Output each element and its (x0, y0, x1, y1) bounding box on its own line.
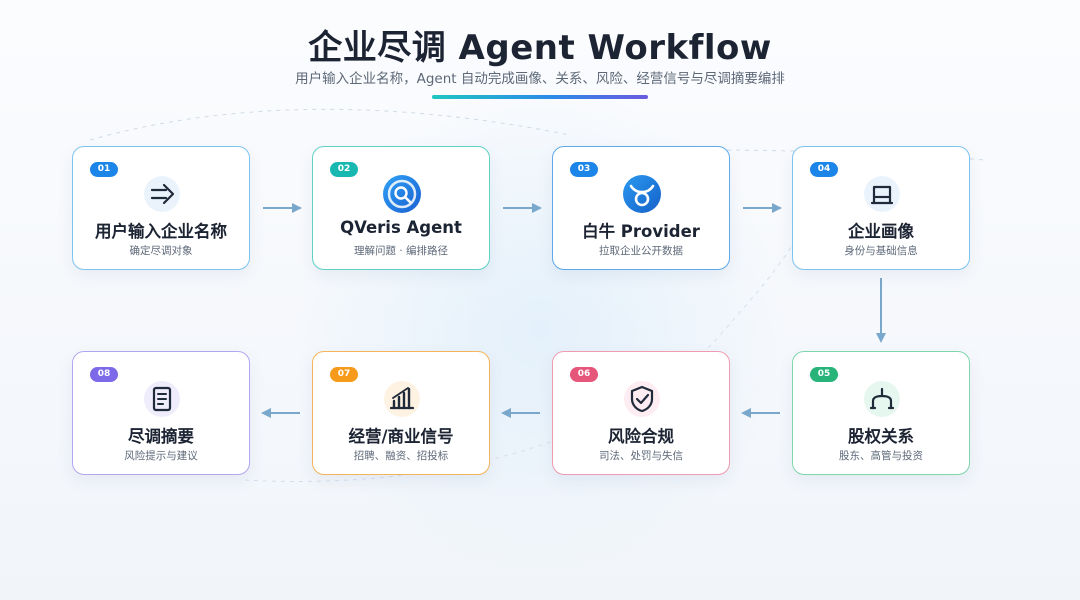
step-description: 理解问题 · 编排路径 (353, 245, 448, 257)
step-description: 风险提示与建议 (124, 450, 198, 462)
step-title: 企业画像 (848, 222, 914, 241)
step-card-05: 05 股权关系 股东、高管与投资 (792, 351, 970, 475)
step-card-03: 03 白牛 Provider 拉取企业公开数据 (552, 146, 730, 270)
step-title: 白牛 Provider (582, 222, 700, 241)
step-card-02: 02 QVeris Agent 理解问题 · 编排路径 (312, 146, 490, 270)
document-icon (142, 379, 182, 419)
step-description: 股东、高管与投资 (839, 450, 923, 462)
step-number-badge: 05 (810, 367, 838, 382)
shield-check-icon (622, 379, 662, 419)
qveris-logo-icon (382, 174, 422, 214)
step-card-06: 06 风险合规 司法、处罚与失信 (552, 351, 730, 475)
step-description: 确定尽调对象 (129, 245, 193, 257)
page-title: 企业尽调 Agent Workflow (308, 28, 772, 68)
step-number-badge: 04 (810, 162, 838, 177)
step-title: 用户输入企业名称 (95, 222, 227, 241)
step-number-badge: 01 (90, 162, 118, 177)
step-number-badge: 03 (570, 162, 598, 177)
step-card-07: 07 经营/商业信号 招聘、融资、招投标 (312, 351, 490, 475)
step-title: 风险合规 (608, 427, 674, 446)
title-underline (432, 95, 648, 99)
step-number-badge: 07 (330, 367, 358, 382)
step-description: 招聘、融资、招投标 (353, 450, 449, 462)
step-title: 经营/商业信号 (348, 427, 454, 446)
step-title: 尽调摘要 (128, 427, 194, 446)
step-card-01: 01 用户输入企业名称 确定尽调对象 (72, 146, 250, 270)
step-title: 股权关系 (848, 427, 914, 446)
step-title: QVeris Agent (340, 218, 462, 237)
step-card-04: 04 企业画像 身份与基础信息 (792, 146, 970, 270)
page-subtitle: 用户输入企业名称，Agent 自动完成画像、关系、风险、经营信号与尽调摘要编排 (295, 71, 785, 87)
step-description: 司法、处罚与失信 (599, 450, 683, 462)
step-card-08: 08 尽调摘要 风险提示与建议 (72, 351, 250, 475)
bainiu-logo-icon (622, 174, 662, 214)
arrow-input-icon (142, 174, 182, 214)
step-number-badge: 06 (570, 367, 598, 382)
bar-chart-icon (382, 379, 422, 419)
equity-structure-icon (862, 379, 902, 419)
step-description: 拉取企业公开数据 (599, 245, 683, 257)
profile-card-icon (862, 174, 902, 214)
step-number-badge: 08 (90, 367, 118, 382)
step-number-badge: 02 (330, 162, 358, 177)
step-description: 身份与基础信息 (844, 245, 918, 257)
